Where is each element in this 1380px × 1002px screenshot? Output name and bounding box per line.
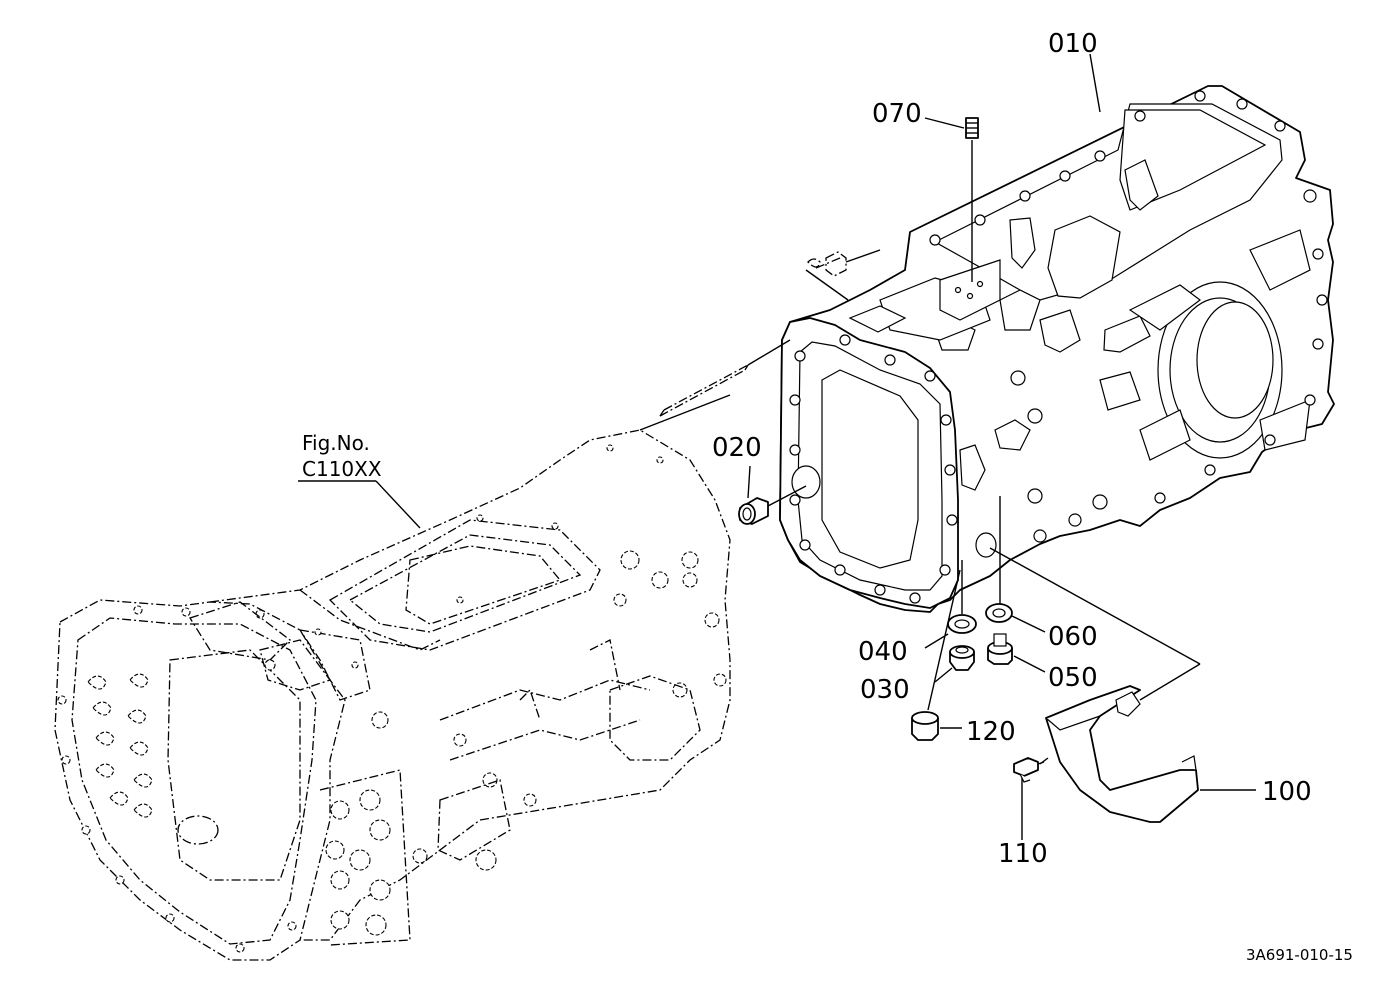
callout-030: 030: [860, 675, 910, 705]
callout-060: 060: [1048, 622, 1098, 652]
bushing-020[interactable]: [738, 497, 769, 525]
callout-020: 020: [712, 433, 762, 463]
figure-ref-line2: C110XX: [302, 457, 382, 481]
plug-070[interactable]: [965, 117, 979, 139]
washer-040[interactable]: [947, 614, 977, 634]
bell-housing-holes: [57, 605, 297, 953]
front-housing-bosses: [264, 444, 727, 936]
figure-ref-line1: Fig.No.: [302, 431, 370, 455]
plug-030[interactable]: [949, 645, 975, 671]
plug-120[interactable]: [911, 711, 939, 741]
drawing-code: 3A691-010-15: [1246, 946, 1353, 964]
washer-060[interactable]: [985, 603, 1013, 623]
leader-lines: [298, 53, 1256, 840]
callout-120: 120: [966, 717, 1016, 747]
callout-labels: 010 070 020 040 060 030 050 120 100 110 …: [302, 29, 1353, 964]
callout-050: 050: [1048, 663, 1098, 693]
callout-110: 110: [998, 839, 1048, 869]
callout-100: 100: [1262, 777, 1312, 807]
front-housing-reference-outline: [54, 429, 731, 961]
bolt-050[interactable]: [987, 633, 1013, 665]
stud-bolt-and-nut: [659, 251, 847, 417]
callout-040: 040: [858, 637, 908, 667]
transmission-case-010[interactable]: [779, 85, 1335, 613]
cover-100[interactable]: [1045, 685, 1199, 823]
bolt-110[interactable]: [1013, 757, 1045, 783]
callout-010: 010: [1048, 29, 1098, 59]
callout-070: 070: [872, 99, 922, 129]
